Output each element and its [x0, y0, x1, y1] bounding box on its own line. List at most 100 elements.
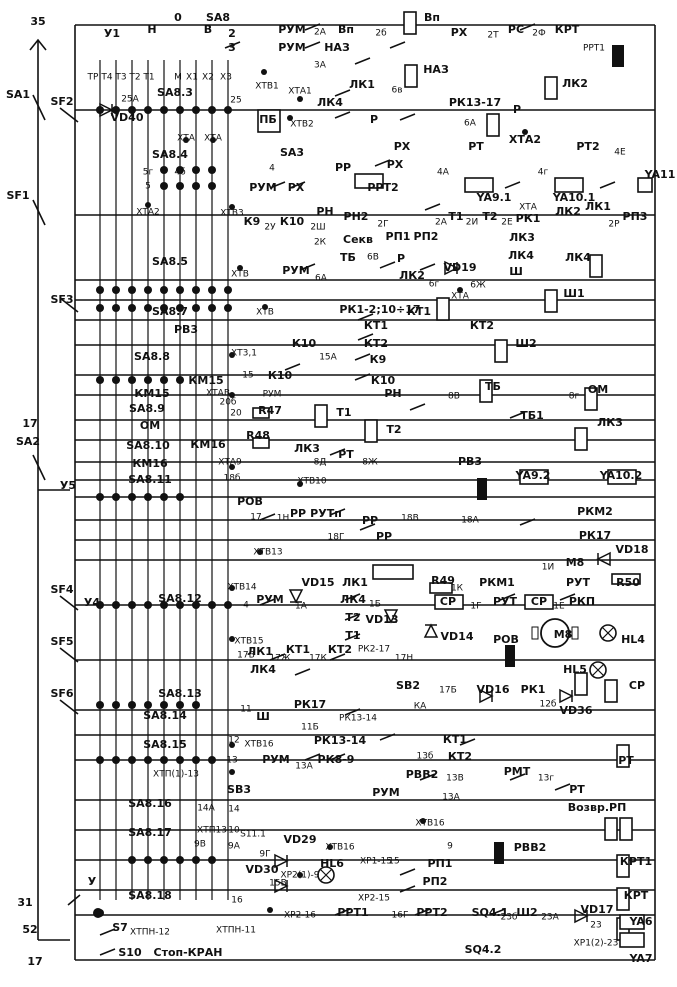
- label-lk2a: ЛК2: [562, 77, 588, 90]
- label-vd19: VD19: [444, 261, 477, 274]
- label-rrt1b: РРТ1: [337, 906, 368, 919]
- label-n14a: 14А: [197, 804, 215, 814]
- label-k9b: К9: [370, 353, 387, 366]
- label-n3: 3: [228, 41, 236, 54]
- label-n9g: 9Г: [259, 850, 270, 860]
- label-n8v: 8В: [448, 392, 460, 402]
- label-n5g: 5г: [143, 168, 154, 178]
- label-u1: У1: [104, 27, 120, 40]
- label-sa83: SA8.3: [157, 86, 193, 99]
- label-xta6: ХТА: [451, 292, 470, 302]
- label-vd14: VD14: [441, 630, 474, 643]
- label-stopkran: Стоп-КРАН: [154, 946, 223, 959]
- label-lk2b: ЛК2: [555, 205, 581, 218]
- label-n17b: 17: [27, 955, 42, 968]
- label-n13g: 13г: [538, 774, 554, 784]
- label-kt2b: КТ2: [470, 319, 494, 332]
- label-rt2: РТ2: [576, 140, 599, 153]
- label-rt4: РТ: [618, 754, 634, 767]
- label-rx3: РХ: [387, 158, 404, 171]
- label-sa1: SA1: [6, 88, 30, 101]
- label-rk17b: РК17: [294, 698, 326, 711]
- label-rk1: РК1: [521, 683, 546, 696]
- label-ya91: YA9.1: [476, 191, 512, 204]
- label-vozvrp: Возвр.РП: [568, 801, 627, 814]
- label-xta_a: ХТА2: [509, 133, 541, 146]
- label-xtb5: ХТВ: [256, 308, 274, 318]
- label-x1: Х1: [186, 73, 198, 83]
- label-xtb14: ХТВ14: [227, 583, 257, 593]
- label-n2u: 2У: [264, 223, 276, 233]
- label-n13a2: 13А: [442, 793, 460, 803]
- label-rum2: РУМ: [278, 41, 306, 54]
- label-xtb2: ХТВ2: [290, 120, 314, 130]
- label-vd17: VD17: [581, 903, 614, 916]
- label-n6a2: 6А: [315, 274, 328, 284]
- label-lk4a: ЛК4: [317, 96, 343, 109]
- left-bus: [29, 38, 70, 941]
- label-lk1c: ЛК1: [342, 576, 368, 589]
- label-t3: Т3: [114, 73, 126, 83]
- label-n11b: 11Б: [301, 723, 319, 733]
- label-rn2: РН2: [344, 210, 369, 223]
- label-pb: ПБ: [259, 113, 277, 126]
- label-n17b2: 17Б: [439, 686, 457, 696]
- label-n18g: 18Г: [328, 533, 345, 543]
- label-t2: Т2: [128, 73, 140, 83]
- label-n23b: 23б: [500, 913, 517, 923]
- label-sb3: SB3: [227, 783, 251, 796]
- label-xtb15: ХТВ15: [234, 637, 263, 647]
- label-kpt2: КРТ: [624, 889, 649, 902]
- label-sb2: SB2: [396, 679, 420, 692]
- label-rum5: РУМ: [263, 390, 282, 400]
- label-k10b: К10: [292, 337, 317, 350]
- label-rk1217: РК1-2;10÷17: [339, 303, 420, 316]
- label-n4a: 4А: [437, 168, 450, 178]
- label-n4b2: 4: [243, 601, 249, 611]
- label-kt2c: КТ2: [328, 643, 352, 656]
- label-xtb16b: ХТВ16: [325, 843, 355, 853]
- label-rk217: РК2-17: [358, 645, 390, 655]
- timed-relay-coils: [477, 45, 624, 864]
- label-ka: КА: [414, 702, 427, 712]
- label-rrt2: РРТ2: [367, 181, 398, 194]
- label-xtb1: ХТВ1: [255, 82, 279, 92]
- circuit-breaker-levers: [32, 94, 81, 906]
- label-sr2: СР: [531, 595, 547, 608]
- label-xp123: ХР1(2)-23: [574, 939, 619, 949]
- label-m8: M8: [554, 628, 573, 641]
- label-t4: Т4: [100, 73, 112, 83]
- label-rk1314b: РК13-14: [314, 734, 367, 747]
- label-n13b: 13б: [416, 752, 433, 762]
- label-sh1b: Ш1: [563, 287, 584, 300]
- label-ya102: YA10.2: [599, 469, 643, 482]
- label-k10a: К10: [280, 215, 305, 228]
- label-n23a: 23А: [541, 913, 559, 923]
- label-n17v: 17В: [237, 651, 255, 661]
- label-n_h: Н: [147, 23, 156, 36]
- label-kt2e: КТ2: [448, 750, 472, 763]
- label-n23: 23: [590, 921, 601, 931]
- label-sr1: СР: [440, 595, 456, 608]
- resistors: [252, 407, 641, 594]
- label-sa810: SA8.10: [126, 439, 170, 452]
- label-m: М: [174, 73, 182, 83]
- label-rum3: РУМ: [249, 181, 277, 194]
- label-kt1a: КТ1: [364, 319, 388, 332]
- label-km16a: КМ16: [190, 438, 226, 451]
- label-sa88: SA8.8: [134, 350, 170, 363]
- label-lk2c: ЛК2: [399, 269, 425, 282]
- label-n8d: 8Д: [314, 458, 327, 468]
- label-xta1: ХТА1: [288, 87, 312, 97]
- label-lk1d: ЛК1: [247, 645, 273, 658]
- label-rp3: РП3: [623, 210, 648, 223]
- label-n17: 17: [250, 513, 261, 523]
- label-rp2: РП2: [414, 230, 439, 243]
- feeders: [75, 109, 655, 916]
- label-lk4c: ЛК4: [565, 251, 591, 264]
- label-r50: R50: [616, 576, 640, 589]
- junction-dots: [93, 69, 528, 918]
- label-xtab: ХТАВ: [206, 389, 230, 399]
- label-t2c: Т2: [386, 423, 401, 436]
